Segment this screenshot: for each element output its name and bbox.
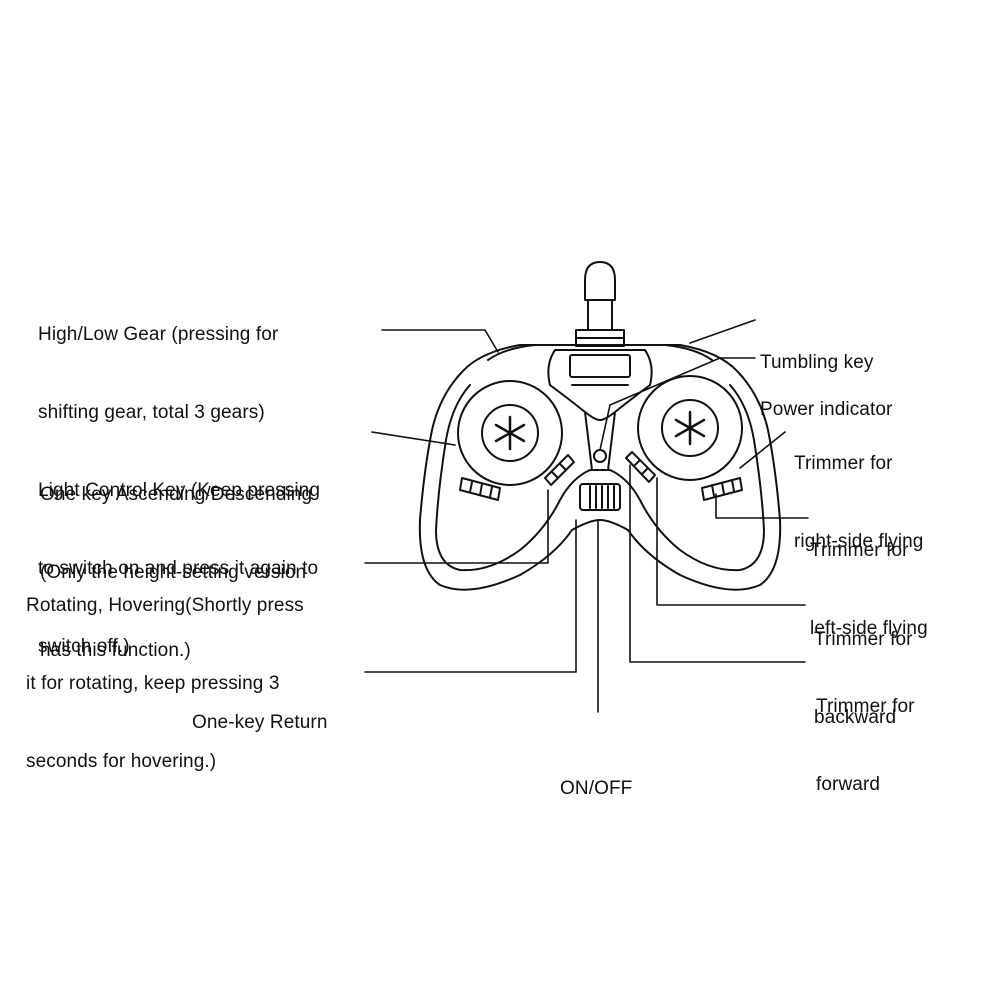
label-line: forward xyxy=(816,774,881,795)
label-line: Trimmer for xyxy=(814,629,913,650)
left-shoulder-key[interactable] xyxy=(487,344,536,361)
right-shoulder-key[interactable] xyxy=(664,344,713,361)
label-line: shifting gear, total 3 gears) xyxy=(38,402,265,423)
label-line: ON/OFF xyxy=(560,778,633,799)
on-off-switch[interactable] xyxy=(579,483,621,511)
right-joystick[interactable] xyxy=(637,375,743,481)
label-one-key-return: One-key Return xyxy=(192,658,328,762)
label-trimmer-left-side: Trimmer for left-side flying xyxy=(810,486,928,668)
display-window xyxy=(569,354,631,378)
label-line: One-key Return xyxy=(192,712,328,733)
label-line: Rotating, Hovering(Shortly press xyxy=(26,595,304,616)
label-tumbling-key: Tumbling key xyxy=(760,298,873,402)
label-on-off: ON/OFF xyxy=(560,724,632,828)
center-panel xyxy=(547,349,653,421)
label-trimmer-forward: Trimmer for forward xyxy=(816,642,915,824)
power-indicator-led xyxy=(593,449,607,463)
label-line: has this function.) xyxy=(40,640,191,661)
label-one-key-ascending: One key Ascending/Descending (Only the h… xyxy=(40,430,312,690)
label-line: High/Low Gear (pressing for xyxy=(38,324,279,345)
label-line: right-side flying xyxy=(794,531,924,552)
label-line: Power indicator xyxy=(760,399,893,420)
label-line: switch off.) xyxy=(38,636,130,657)
label-power-indicator: Power indicator xyxy=(760,345,892,449)
label-trimmer-right-side: Trimmer for right-side flying xyxy=(794,399,923,581)
label-line: (Only the height-setting version xyxy=(40,562,307,583)
label-line: it for rotating, keep pressing 3 xyxy=(26,673,280,694)
right-trim-buttons[interactable] xyxy=(701,477,743,501)
label-rotating-hovering: Rotating, Hovering(Shortly press it for … xyxy=(26,541,304,801)
center-groove xyxy=(584,411,616,471)
label-line: Trimmer for xyxy=(816,696,915,717)
left-joystick[interactable] xyxy=(457,380,563,486)
label-line: Tumbling key xyxy=(760,352,874,373)
label-line: to switch on and press it again to xyxy=(38,558,319,579)
label-line: backward xyxy=(814,707,897,728)
left-trim-buttons[interactable] xyxy=(459,477,501,501)
label-line: left-side flying xyxy=(810,618,928,639)
label-line: Light Control Key (Keep pressing xyxy=(38,480,321,501)
controller-body-outline xyxy=(418,344,782,591)
label-trimmer-backward: Trimmer for backward xyxy=(814,575,913,757)
label-high-low-gear: High/Low Gear (pressing for shifting gea… xyxy=(38,270,320,686)
antenna xyxy=(575,261,625,347)
label-line: Trimmer for xyxy=(794,453,893,474)
trim-backward-buttons[interactable] xyxy=(544,454,575,486)
trim-forward-buttons[interactable] xyxy=(625,451,656,483)
leader-lines xyxy=(364,319,809,713)
label-line: Trimmer for xyxy=(810,540,909,561)
label-line: One key Ascending/Descending xyxy=(40,484,313,505)
label-line: seconds for hovering.) xyxy=(26,751,217,772)
